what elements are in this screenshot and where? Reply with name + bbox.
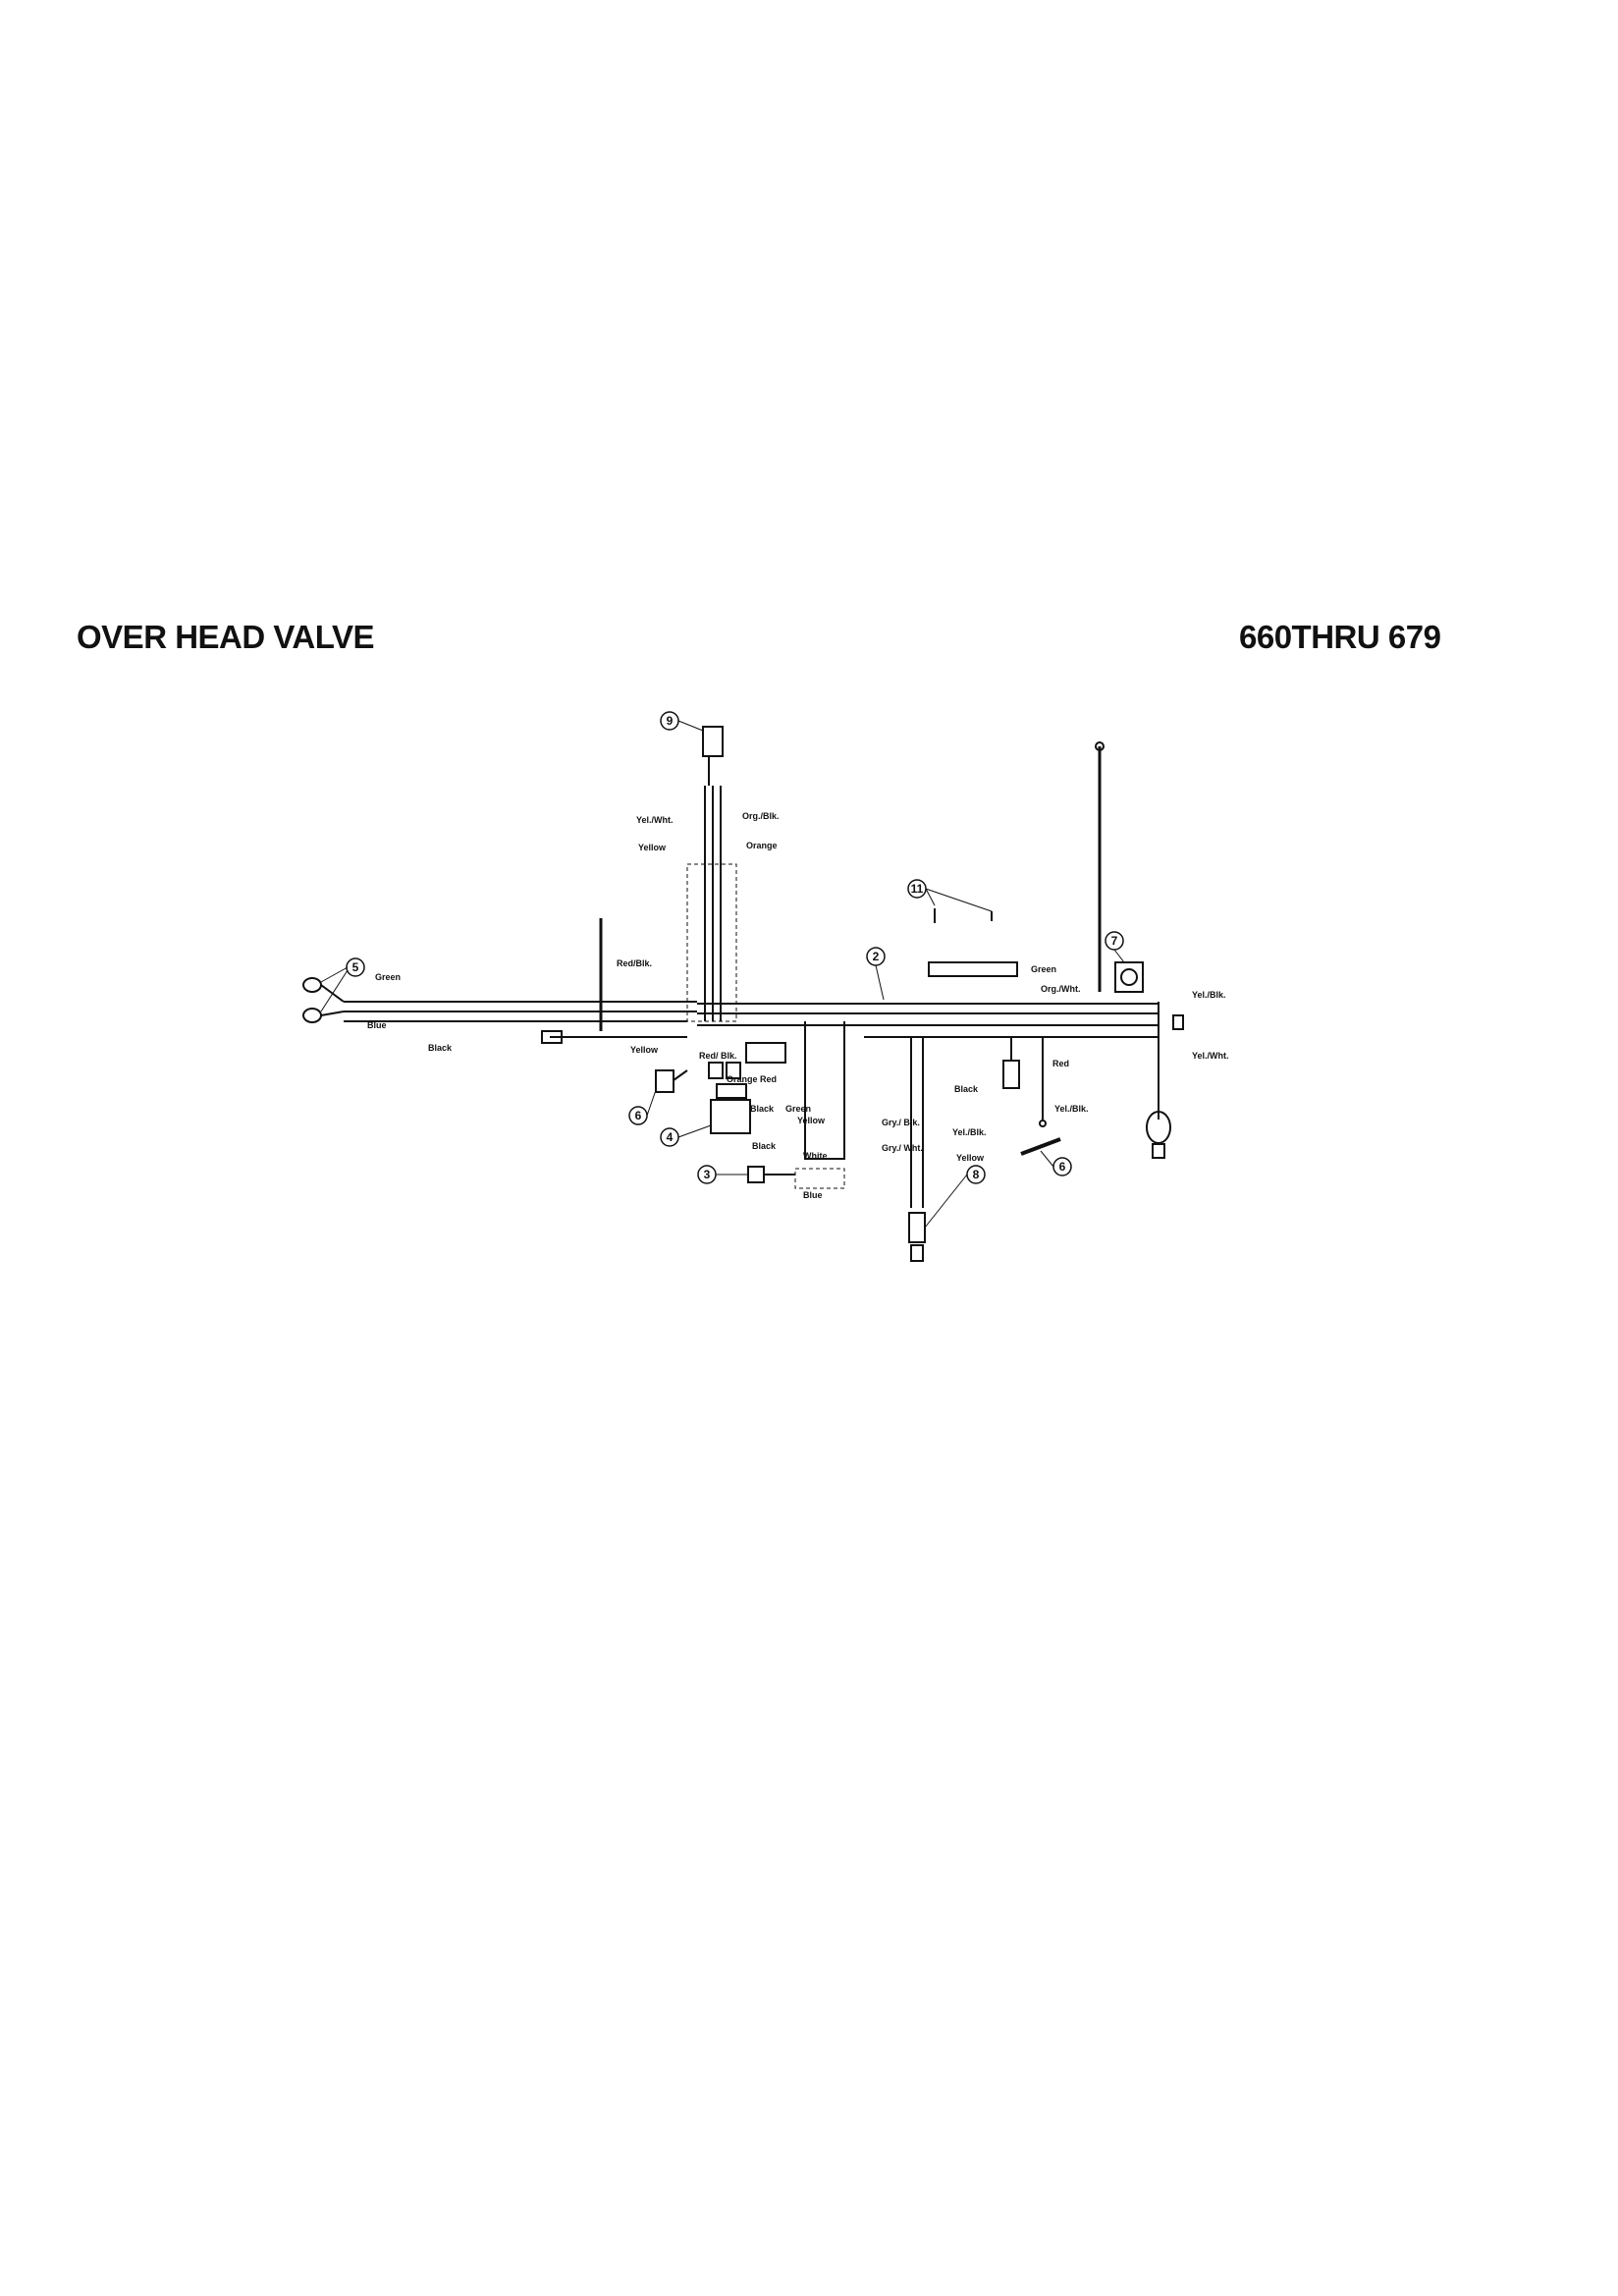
model-range-title: 660THRU 679 xyxy=(1239,619,1441,655)
relay-block xyxy=(745,1042,786,1064)
inline-connector-left xyxy=(541,1030,563,1044)
label-yellow-mid2: Yellow xyxy=(797,1116,826,1125)
callout-num-3: 3 xyxy=(704,1168,711,1181)
label-yellow-low: Yellow xyxy=(956,1153,985,1163)
connector-8-plug xyxy=(910,1244,924,1262)
label-black-left: Black xyxy=(428,1043,453,1053)
bundle-sleeve-lower xyxy=(794,1168,845,1189)
label-yel-blk-right-low: Yel./Blk. xyxy=(1054,1104,1089,1114)
callout-num-11: 11 xyxy=(911,882,924,896)
label-white: White xyxy=(803,1151,828,1161)
connector-9-top xyxy=(702,726,724,757)
label-orange-red: Orange Red xyxy=(727,1074,777,1084)
label-blue-left: Blue xyxy=(367,1020,387,1030)
small-plug-1 xyxy=(708,1062,724,1079)
label-red-right: Red xyxy=(1052,1059,1069,1068)
callout-num-6-right: 6 xyxy=(1059,1160,1066,1174)
label-orange-top: Orange xyxy=(746,841,778,850)
label-yel-wht-top: Yel./Wht. xyxy=(636,815,674,825)
label-yellow-mid: Yellow xyxy=(630,1045,659,1055)
seat-switch-3 xyxy=(747,1166,765,1183)
callout-num-5: 5 xyxy=(352,960,359,974)
ignition-switch xyxy=(655,1069,674,1093)
post-cap xyxy=(1095,741,1105,751)
label-blue-low: Blue xyxy=(803,1190,823,1200)
page-title: OVER HEAD VALVE xyxy=(77,619,375,655)
connector-8 xyxy=(908,1212,926,1243)
label-green-right: Green xyxy=(1031,964,1056,974)
brake-switch xyxy=(1002,1060,1020,1089)
small-plug-2 xyxy=(726,1062,741,1079)
label-gry-blk: Gry./ Blk. xyxy=(882,1118,920,1127)
label-red-blk-mid: Red/ Blk. xyxy=(699,1051,737,1061)
alternator-7 xyxy=(1114,961,1144,993)
terminal-end xyxy=(1039,1120,1047,1127)
label-green-left: Green xyxy=(375,972,401,982)
label-black-right: Black xyxy=(954,1084,979,1094)
callout-num-4: 4 xyxy=(667,1130,674,1144)
label-yel-wht-far: Yel./Wht. xyxy=(1192,1051,1229,1061)
label-org-wht: Org./Wht. xyxy=(1041,984,1081,994)
alternator-coil xyxy=(1120,968,1138,986)
label-black-mid: Black xyxy=(750,1104,775,1114)
label-gry-wht: Gry./ Wht. xyxy=(882,1143,923,1153)
solenoid-4 xyxy=(710,1099,751,1134)
label-red-blk: Red/Blk. xyxy=(617,958,652,968)
pto-switch xyxy=(1020,1137,1061,1156)
connector-right-end xyxy=(1172,1014,1184,1030)
headlight-bulb-lower xyxy=(302,1008,322,1023)
mounting-bracket xyxy=(928,961,1018,977)
headlight-bulb-upper xyxy=(302,977,322,993)
callout-num-7: 7 xyxy=(1111,934,1118,948)
harness-drop-loop xyxy=(804,1021,845,1160)
label-yellow-top: Yellow xyxy=(638,843,667,852)
callout-num-8: 8 xyxy=(973,1168,980,1181)
callout-num-9-top: 9 xyxy=(667,714,674,728)
bulb-lead-lower xyxy=(320,1011,345,1016)
connector-right-plug xyxy=(1152,1143,1165,1159)
label-black-low: Black xyxy=(752,1141,777,1151)
bundle-sleeve xyxy=(686,863,737,1022)
label-yel-blk-far: Yel./Blk. xyxy=(1192,990,1226,1000)
callout-num-6-left: 6 xyxy=(635,1109,642,1122)
callout-num-2: 2 xyxy=(873,950,880,963)
ignition-switch-lead xyxy=(673,1069,688,1081)
label-green-mid: Green xyxy=(785,1104,811,1114)
label-yel-blk-low: Yel./Blk. xyxy=(952,1127,987,1137)
label-org-blk: Org./Blk. xyxy=(742,811,780,821)
fuse-holder xyxy=(716,1083,747,1099)
